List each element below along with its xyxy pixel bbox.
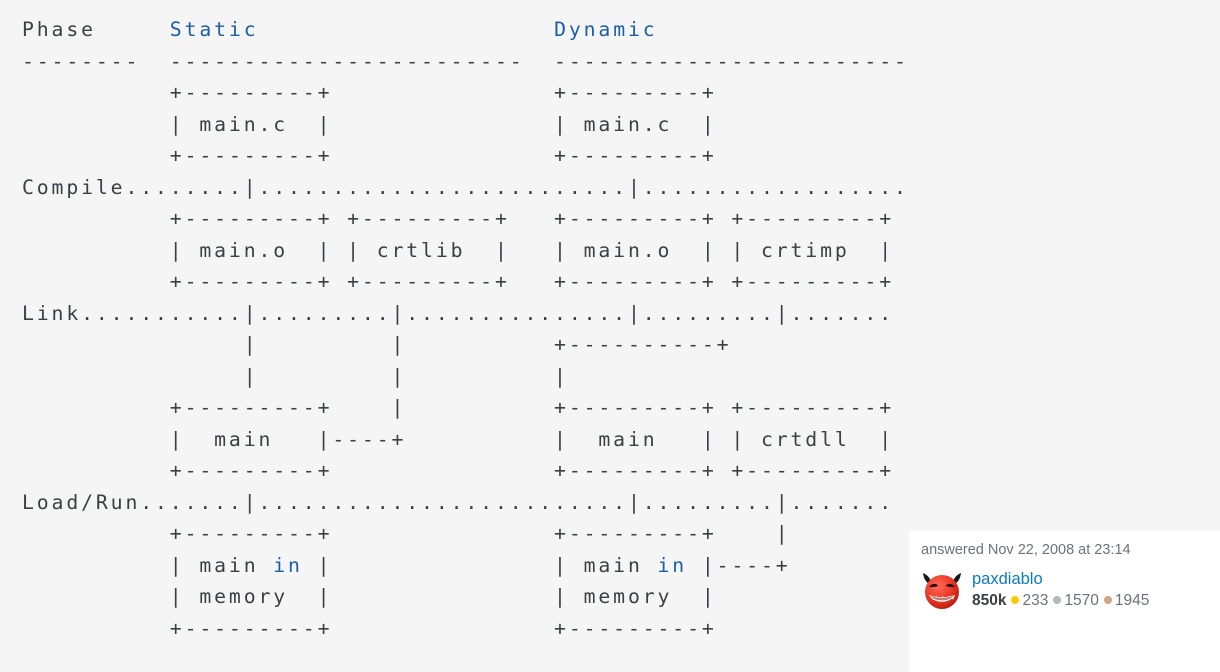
user-profile-link[interactable]: paxdiablo xyxy=(972,570,1043,588)
silver-badge-count[interactable]: 1570 xyxy=(1064,592,1099,609)
silver-badge-icon xyxy=(1053,595,1062,604)
gold-badge-icon xyxy=(1011,595,1020,604)
bronze-badge-icon xyxy=(1103,595,1112,604)
devil-emoji-avatar-icon[interactable] xyxy=(921,569,963,611)
gold-badge-count[interactable]: 233 xyxy=(1022,592,1049,609)
answer-attribution-card: answered Nov 22, 2008 at 23:14 xyxy=(909,531,1220,672)
answered-timestamp: answered Nov 22, 2008 at 23:14 xyxy=(921,542,1131,558)
ascii-diagram: Phase Static Dynamic -------- ----------… xyxy=(22,18,909,640)
user-card: paxdiablo 850k 233 1570 1945 xyxy=(921,569,1208,612)
user-badges: 850k 233 1570 1945 xyxy=(972,590,1208,612)
reputation-score: 850k xyxy=(972,592,1007,609)
bronze-badge-count[interactable]: 1945 xyxy=(1114,592,1150,609)
user-meta: paxdiablo 850k 233 1570 1945 xyxy=(972,569,1208,612)
